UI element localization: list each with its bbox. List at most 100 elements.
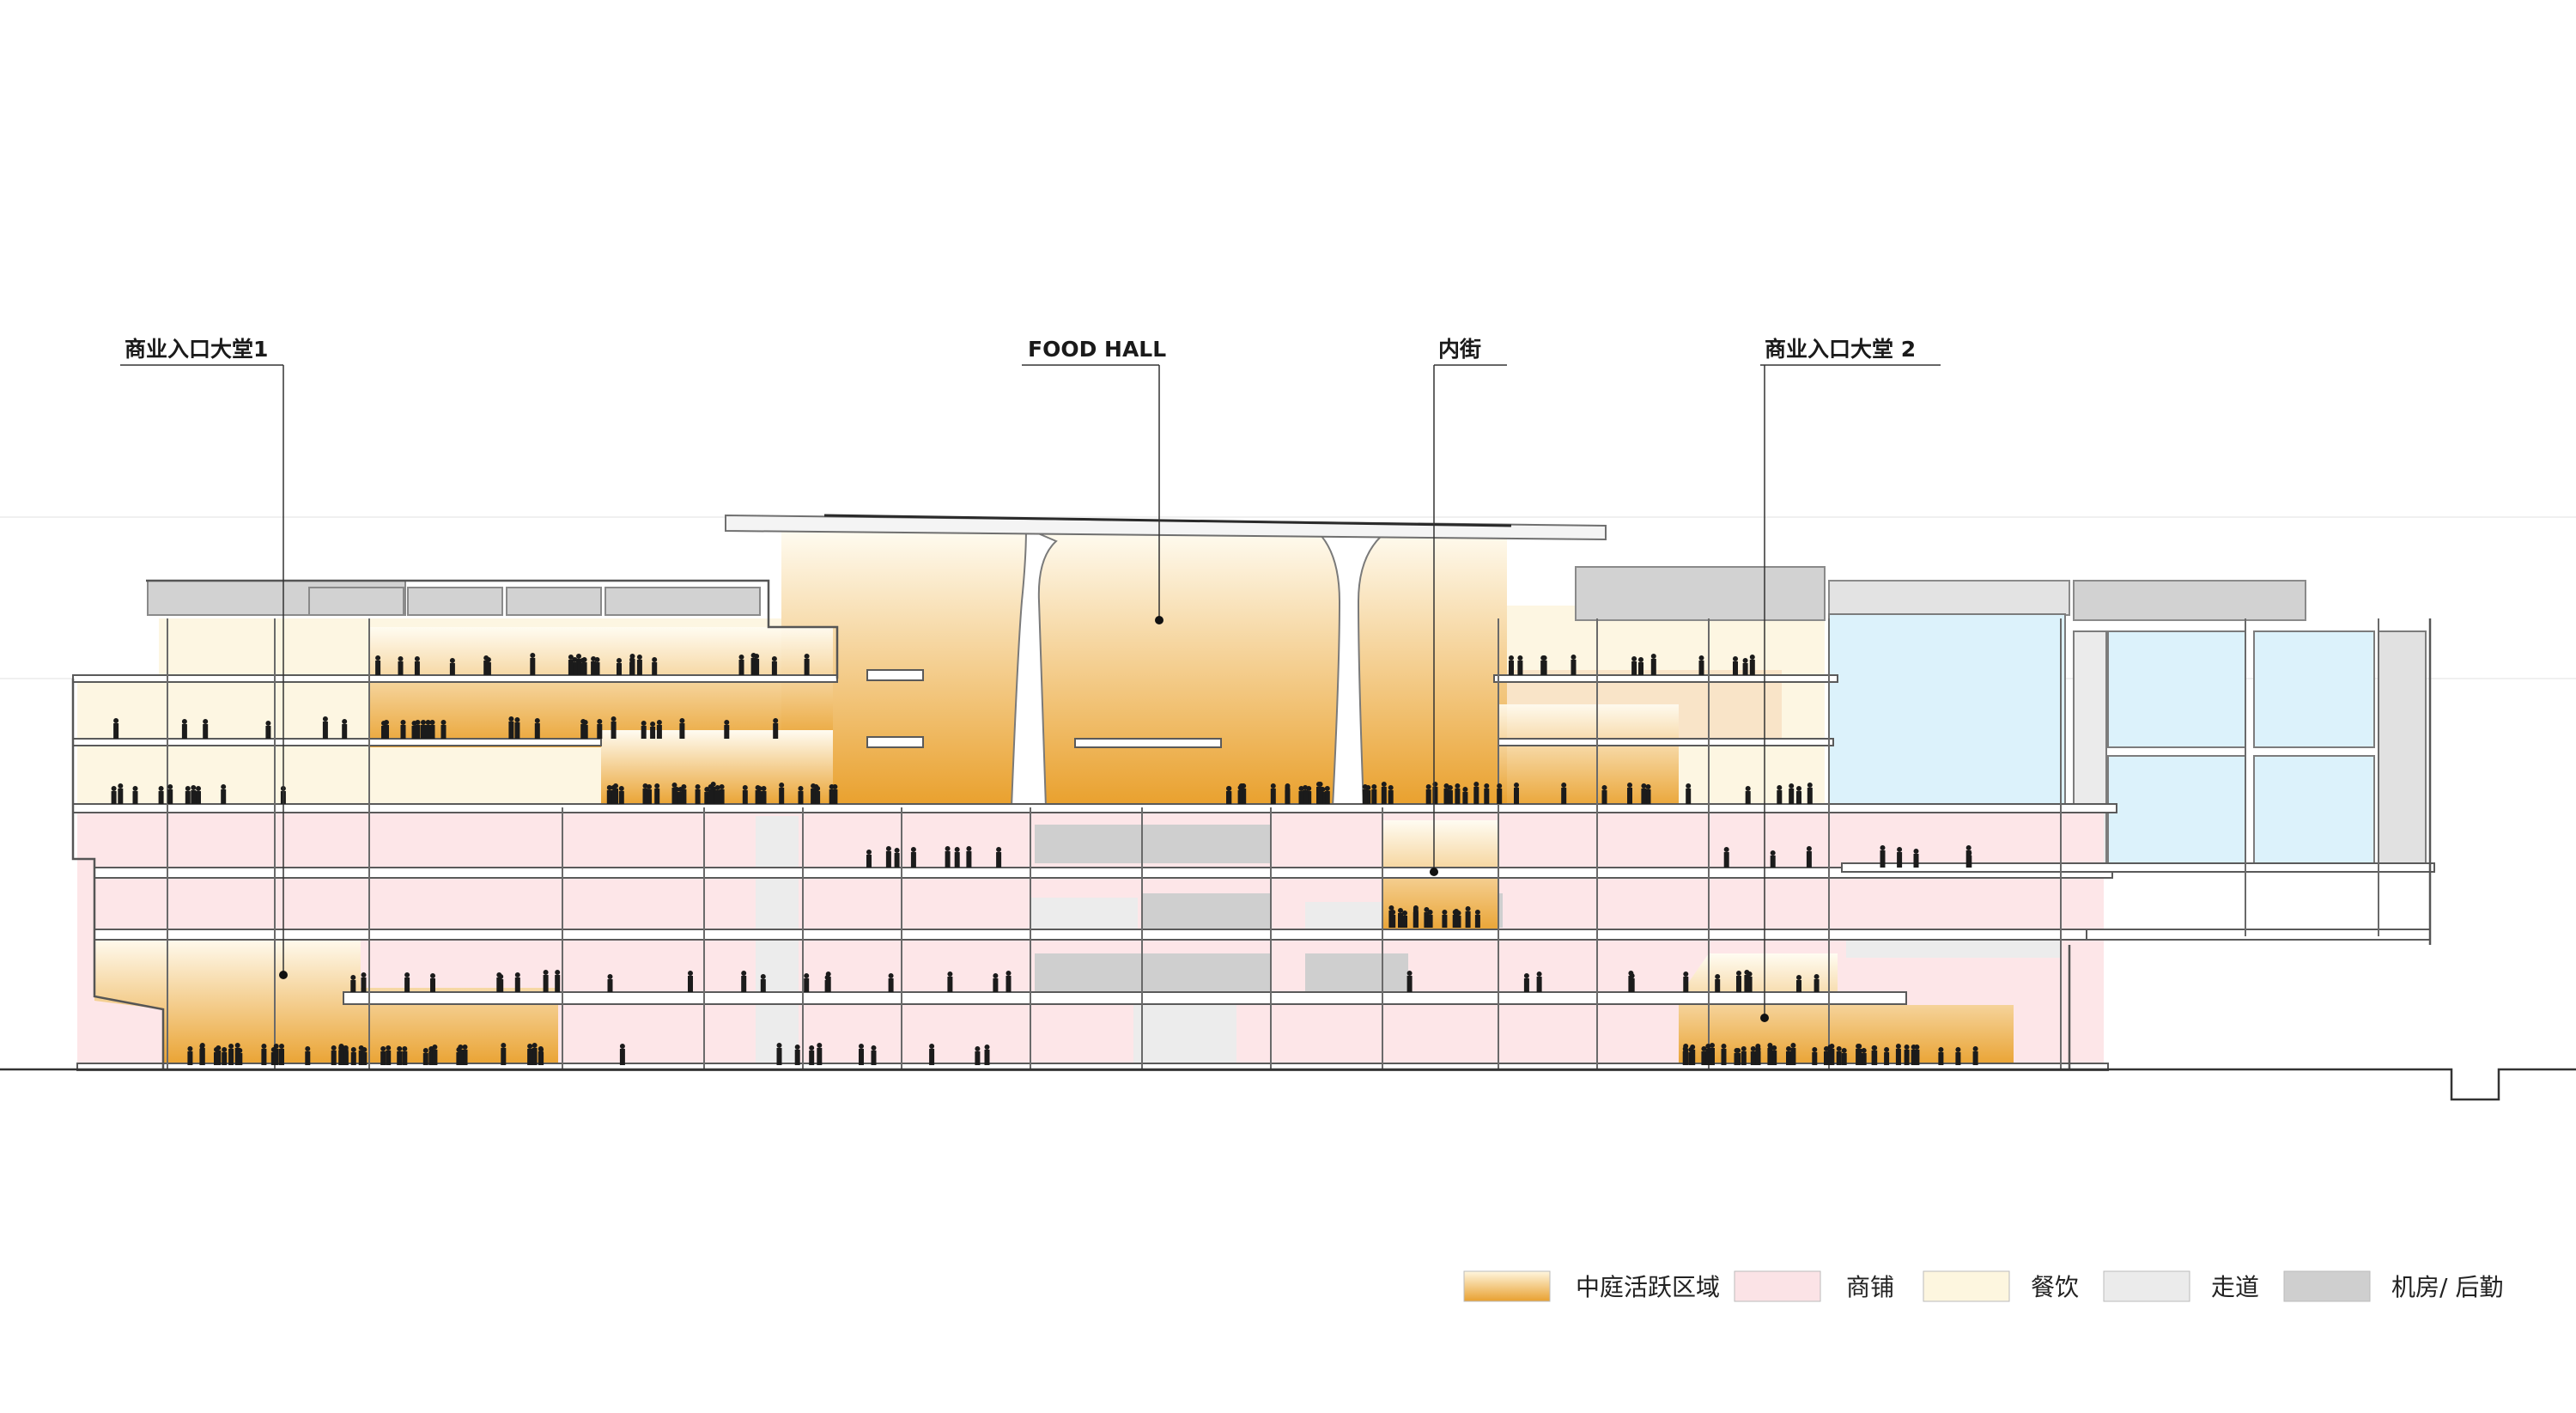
person-silhouette bbox=[572, 662, 578, 675]
person-silhouette bbox=[1005, 971, 1012, 976]
person-silhouette bbox=[1406, 971, 1413, 976]
person-silhouette bbox=[228, 1044, 234, 1049]
person-silhouette bbox=[343, 1051, 349, 1065]
person-silhouette bbox=[996, 847, 1002, 852]
person-silhouette bbox=[527, 1049, 533, 1065]
person-silhouette bbox=[947, 977, 953, 992]
person-silhouette bbox=[1856, 1044, 1862, 1049]
person-silhouette bbox=[196, 786, 201, 791]
person-silhouette bbox=[771, 661, 777, 675]
person-silhouette bbox=[794, 1045, 800, 1050]
person-silhouette bbox=[1381, 787, 1387, 804]
person-silhouette bbox=[738, 660, 744, 675]
person-silhouette bbox=[1540, 655, 1546, 661]
person-silhouette bbox=[1536, 977, 1542, 992]
person-silhouette bbox=[1005, 976, 1012, 992]
person-silhouette bbox=[1371, 789, 1377, 804]
person-silhouette bbox=[1561, 788, 1567, 804]
person-silhouette bbox=[350, 1047, 356, 1052]
person-silhouette bbox=[773, 723, 779, 739]
legend-label-corridor: 走道 bbox=[2211, 1273, 2259, 1301]
person-silhouette bbox=[993, 973, 999, 978]
person-silhouette bbox=[1683, 977, 1689, 992]
person-silhouette bbox=[1388, 785, 1394, 790]
person-silhouette bbox=[402, 1051, 408, 1065]
person-silhouette bbox=[576, 659, 581, 675]
person-silhouette bbox=[1683, 971, 1689, 977]
person-silhouette bbox=[187, 1046, 193, 1051]
person-silhouette bbox=[832, 789, 838, 804]
person-silhouette bbox=[279, 1044, 284, 1049]
person-silhouette bbox=[859, 1049, 864, 1065]
person-silhouette bbox=[929, 1044, 935, 1049]
person-silhouette bbox=[1474, 915, 1480, 928]
person-silhouette bbox=[975, 1051, 981, 1065]
person-silhouette bbox=[411, 726, 417, 739]
person-silhouette bbox=[1938, 1052, 1944, 1065]
callout-foodhall-label: FOOD HALL bbox=[1028, 337, 1166, 362]
person-silhouette bbox=[331, 1051, 337, 1065]
person-silhouette bbox=[650, 727, 656, 739]
person-silhouette bbox=[984, 1050, 990, 1065]
person-silhouette bbox=[132, 791, 138, 804]
person-silhouette bbox=[1638, 657, 1643, 662]
roof-mechanical-zone bbox=[147, 566, 2306, 621]
person-silhouette bbox=[1641, 789, 1647, 804]
person-silhouette bbox=[555, 975, 561, 992]
person-silhouette bbox=[1707, 1053, 1713, 1065]
person-silhouette bbox=[1514, 783, 1519, 788]
person-silhouette bbox=[1698, 661, 1704, 675]
person-silhouette bbox=[1523, 973, 1529, 978]
person-silhouette bbox=[714, 790, 720, 804]
person-silhouette bbox=[1465, 911, 1471, 928]
person-silhouette bbox=[1517, 655, 1523, 661]
person-silhouette bbox=[671, 783, 677, 788]
person-silhouette bbox=[647, 789, 652, 804]
person-silhouette bbox=[1381, 782, 1387, 787]
person-silhouette bbox=[1509, 661, 1514, 675]
person-silhouette bbox=[580, 663, 586, 675]
person-silhouette bbox=[1806, 851, 1812, 868]
person-silhouette bbox=[1402, 911, 1407, 916]
person-silhouette bbox=[642, 783, 648, 789]
person-silhouette bbox=[1745, 791, 1751, 804]
person-silhouette bbox=[265, 726, 271, 739]
person-silhouette bbox=[221, 789, 227, 804]
person-silhouette bbox=[430, 973, 435, 978]
person-silhouette bbox=[1641, 783, 1647, 789]
person-silhouette bbox=[1303, 785, 1309, 790]
person-silhouette bbox=[1316, 782, 1321, 787]
person-silhouette bbox=[530, 653, 536, 658]
person-silhouette bbox=[776, 1048, 782, 1065]
person-silhouette bbox=[514, 722, 520, 739]
person-silhouette bbox=[429, 725, 435, 739]
person-silhouette bbox=[1627, 783, 1632, 788]
person-silhouette bbox=[1645, 789, 1651, 804]
person-silhouette bbox=[606, 785, 612, 790]
person-silhouette bbox=[1398, 908, 1403, 913]
person-silhouette bbox=[824, 980, 830, 992]
person-silhouette bbox=[1324, 786, 1330, 791]
person-silhouette bbox=[187, 1051, 193, 1065]
person-silhouette bbox=[671, 788, 677, 804]
person-silhouette bbox=[618, 786, 624, 791]
person-silhouette bbox=[724, 720, 730, 725]
person-silhouette bbox=[1747, 977, 1753, 992]
person-silhouette bbox=[866, 850, 872, 855]
person-silhouette bbox=[1645, 784, 1651, 789]
person-silhouette bbox=[945, 851, 951, 868]
person-silhouette bbox=[234, 1048, 240, 1065]
person-silhouette bbox=[708, 784, 714, 789]
person-silhouette bbox=[568, 660, 574, 675]
person-silhouette bbox=[1462, 787, 1468, 792]
person-silhouette bbox=[1455, 916, 1461, 928]
person-silhouette bbox=[885, 851, 891, 868]
person-silhouette bbox=[261, 1044, 267, 1049]
person-silhouette bbox=[1536, 971, 1542, 977]
person-silhouette bbox=[350, 975, 356, 980]
person-silhouette bbox=[1796, 980, 1801, 992]
person-silhouette bbox=[1424, 912, 1430, 928]
person-silhouette bbox=[534, 723, 540, 739]
person-silhouette bbox=[111, 786, 117, 791]
person-silhouette bbox=[1790, 1043, 1796, 1048]
